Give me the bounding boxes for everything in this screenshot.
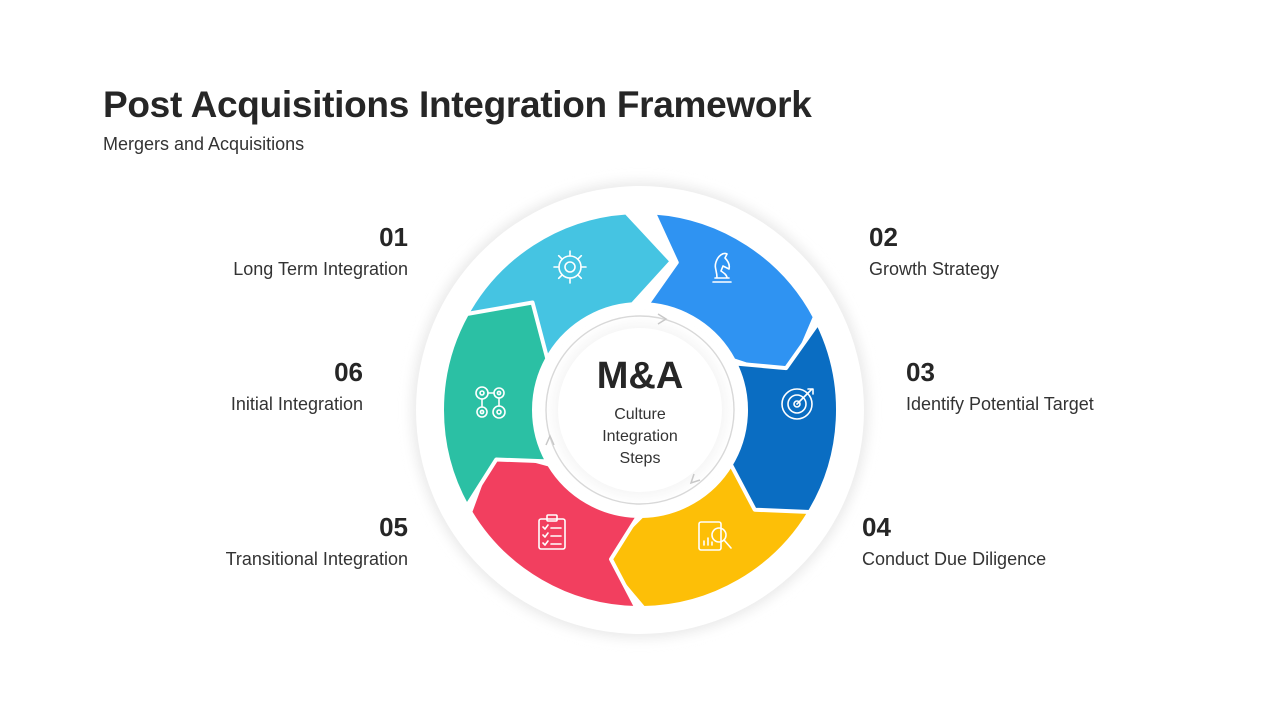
step-label: Identify Potential Target: [906, 394, 1094, 414]
step-06: 06 Initial Integration: [231, 357, 363, 415]
center-subtitle-line: Integration: [602, 428, 678, 445]
step-number: 03: [906, 357, 935, 387]
gears-process-icon: [475, 386, 506, 419]
step-label: Conduct Due Diligence: [862, 549, 1047, 569]
step-number: 04: [862, 512, 891, 542]
center-subtitle: Culture Integration Steps: [560, 404, 720, 470]
step-05: 05 Transitional Integration: [226, 512, 408, 570]
center-title: M&A: [596, 355, 684, 397]
center-subtitle-line: Steps: [619, 450, 661, 467]
cycle-arrow-left: [545, 434, 555, 446]
clipboard-checklist-icon: [538, 514, 566, 550]
page-subtitle: Mergers and Acquisitions: [103, 134, 305, 154]
step-number: 06: [334, 357, 363, 387]
step-number: 05: [379, 512, 408, 542]
segment-group: [440, 210, 840, 610]
step-number: 02: [869, 222, 898, 252]
step-02: 02 Growth Strategy: [869, 222, 999, 280]
page-title: Post Acquisitions Integration Framework: [103, 84, 812, 125]
cycle-arrow-ring: [545, 315, 735, 505]
step-03: 03 Identify Potential Target: [906, 357, 1094, 415]
step-04: 04 Conduct Due Diligence: [862, 512, 1046, 570]
center-subtitle-line: Culture: [614, 406, 666, 423]
step-label: Growth Strategy: [869, 259, 1000, 279]
chess-knight-icon: [712, 252, 732, 283]
target-icon: [781, 388, 814, 420]
cycle-arrow-bottom-right: [689, 473, 701, 485]
report-analysis-icon: [698, 521, 732, 551]
step-number: 01: [379, 222, 408, 252]
step-label: Transitional Integration: [225, 549, 408, 569]
step-label: Long Term Integration: [233, 259, 408, 279]
cycle-arrow-top: [657, 313, 668, 325]
step-01: 01 Long Term Integration: [233, 222, 408, 280]
step-label: Initial Integration: [230, 394, 363, 414]
center-circle: [558, 328, 722, 492]
gear-icon: [553, 250, 587, 284]
